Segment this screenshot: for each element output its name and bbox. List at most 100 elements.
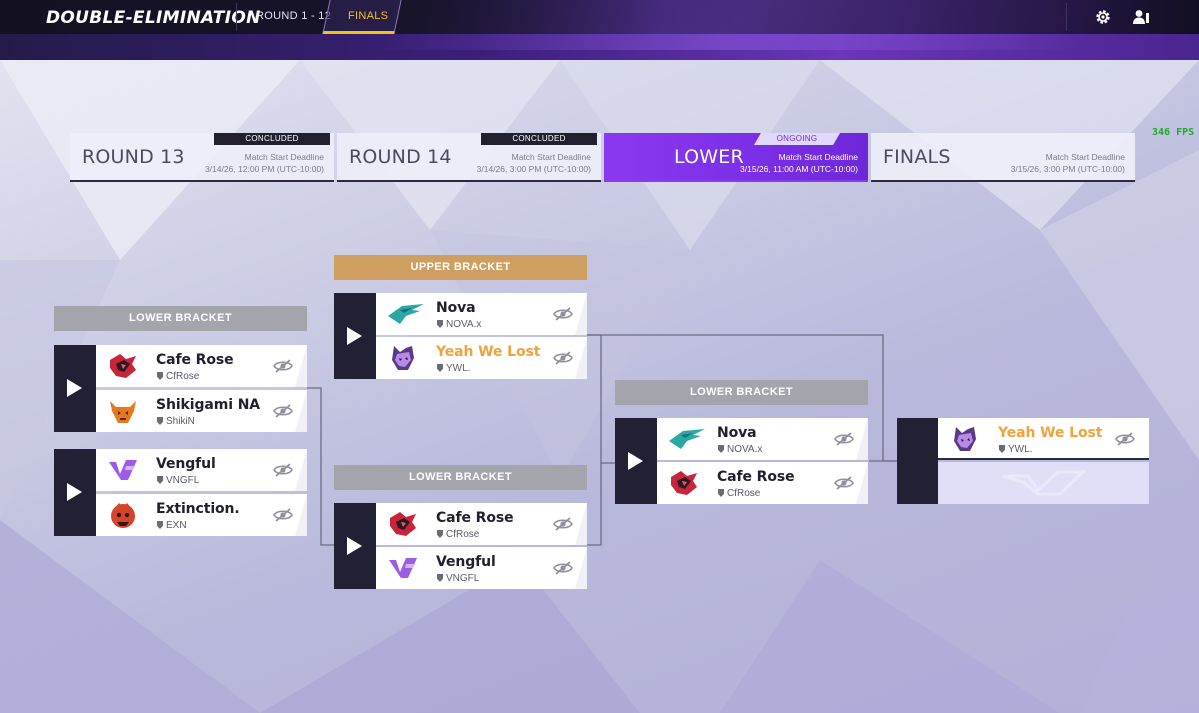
team-tag-text: YWL. [446,363,471,374]
empty-team-slot [938,462,1149,504]
eye-off-icon[interactable] [553,350,573,366]
round-name: ROUND 13 [82,146,185,168]
team-name: Yeah We Lost [998,425,1103,441]
ywl-logo [386,342,420,374]
team-tag-text: EXN [166,520,187,531]
shield-icon [157,372,163,380]
round-name: ROUND 14 [349,146,452,168]
team-tag: VNGFL [437,573,479,584]
extinction-logo [106,499,140,531]
team-name: Yeah We Lost [436,344,541,360]
team-row[interactable]: Nova NOVA.x [376,293,587,335]
team-tag: NOVA.x [718,444,762,455]
play-icon [67,379,82,397]
team-row[interactable]: Extinction. EXN [96,494,307,536]
top-nav-row [0,0,1199,34]
play-button[interactable] [54,345,96,432]
eye-off-icon[interactable] [273,403,293,419]
nav-divider [1066,3,1067,31]
team-row[interactable]: Shikigami NA ShikiN [96,390,307,432]
team-name: Extinction. [156,501,240,517]
round-tab-finals[interactable]: FINALS Match Start Deadline 3/15/26, 3:0… [871,133,1135,182]
play-button[interactable] [54,449,96,536]
eye-off-icon[interactable] [553,560,573,576]
team-name: Vengful [156,456,216,472]
top-bar-stripe [0,34,1199,60]
eye-off-icon[interactable] [553,516,573,532]
tab-finals[interactable]: FINALS [322,0,402,34]
finals-match-card: Yeah We Lost YWL. [897,418,1150,504]
team-row[interactable]: Cafe Rose CfRose [96,345,307,387]
eye-off-icon[interactable] [273,462,293,478]
team-tag: YWL. [999,444,1032,455]
card-fold [575,547,587,589]
match-card: Nova NOVA.x Yeah We Lost YWL. [334,293,587,379]
eye-off-icon[interactable] [834,475,854,491]
tab-round-1-12[interactable]: ROUND 1 - 12 [256,10,332,22]
profile-icon[interactable] [1131,7,1151,27]
eye-off-icon[interactable] [273,358,293,374]
gear-icon[interactable] [1093,7,1113,27]
placeholder-logo-icon [1002,470,1087,496]
team-tag-text: CfRose [727,488,761,499]
top-bar: DOUBLE-ELIMINATION ROUND 1 - 12 FINALS [0,0,1199,60]
status-badge: CONCLUDED [481,133,597,145]
team-name: Nova [717,425,757,441]
deadline-label: Match Start Deadline [244,152,324,162]
eye-off-icon[interactable] [553,306,573,322]
team-tag: CfRose [157,371,199,382]
card-fold [575,293,587,335]
team-tag: YWL. [437,363,470,374]
finals-side-panel [897,418,938,504]
cafe-rose-logo [386,508,420,540]
shield-icon [157,417,163,425]
card-fold [295,449,307,491]
app-title: DOUBLE-ELIMINATION [46,8,261,28]
upper-bracket-header: UPPER BRACKET [334,255,587,280]
card-fold [575,337,587,379]
team-row[interactable]: Cafe Rose CfRose [376,503,587,545]
team-tag: CfRose [437,529,479,540]
team-row[interactable]: Cafe Rose CfRose [657,462,868,504]
deadline-value: 3/15/26, 3:00 PM (UTC-10:00) [1010,164,1125,174]
shield-icon [999,445,1005,453]
shield-icon [437,574,443,582]
card-fold [856,462,868,504]
team-name: Nova [436,300,476,316]
team-tag-text: NOVA.x [446,319,482,330]
team-name: Shikigami NA [156,397,261,413]
shield-icon [437,530,443,538]
play-icon [67,483,82,501]
team-tag-text: VNGFL [446,573,480,584]
ywl-logo [948,423,982,455]
play-button[interactable] [615,418,657,504]
eye-off-icon[interactable] [273,507,293,523]
deadline-value: 3/15/26, 11:00 AM (UTC-10:00) [740,164,858,174]
deadline-value: 3/14/26, 3:00 PM (UTC-10:00) [476,164,591,174]
nav-divider [236,3,237,31]
tab-finals-label: FINALS [348,10,389,22]
eye-off-icon[interactable] [1115,431,1135,447]
match-card: Nova NOVA.x Cafe Rose CfRose [615,418,868,504]
round-name: LOWER [674,146,744,168]
team-row[interactable]: Vengful VNGFL [96,449,307,491]
team-row[interactable]: Nova NOVA.x [657,418,868,460]
team-tag-text: VNGFL [166,475,200,486]
eye-off-icon[interactable] [834,431,854,447]
deadline-value: 3/14/26, 12:00 PM (UTC-10:00) [204,164,324,174]
play-icon [347,537,362,555]
round-tab-13[interactable]: ROUND 13 CONCLUDED Match Start Deadline … [70,133,334,182]
round-tab-lower[interactable]: LOWER ONGOING Match Start Deadline 3/15/… [604,133,868,182]
team-tag-text: CfRose [446,529,480,540]
team-row[interactable]: Yeah We Lost YWL. [376,337,587,379]
play-button[interactable] [334,293,376,379]
team-tag-text: YWL. [1008,444,1033,455]
team-row[interactable]: Yeah We Lost YWL. [938,418,1149,460]
team-name: Cafe Rose [156,352,234,368]
round-tab-14[interactable]: ROUND 14 CONCLUDED Match Start Deadline … [337,133,601,182]
play-icon [347,327,362,345]
play-button[interactable] [334,503,376,589]
team-tag: VNGFL [157,475,199,486]
team-row[interactable]: Vengful VNGFL [376,547,587,589]
lower-bracket-header: LOWER BRACKET [54,306,307,331]
